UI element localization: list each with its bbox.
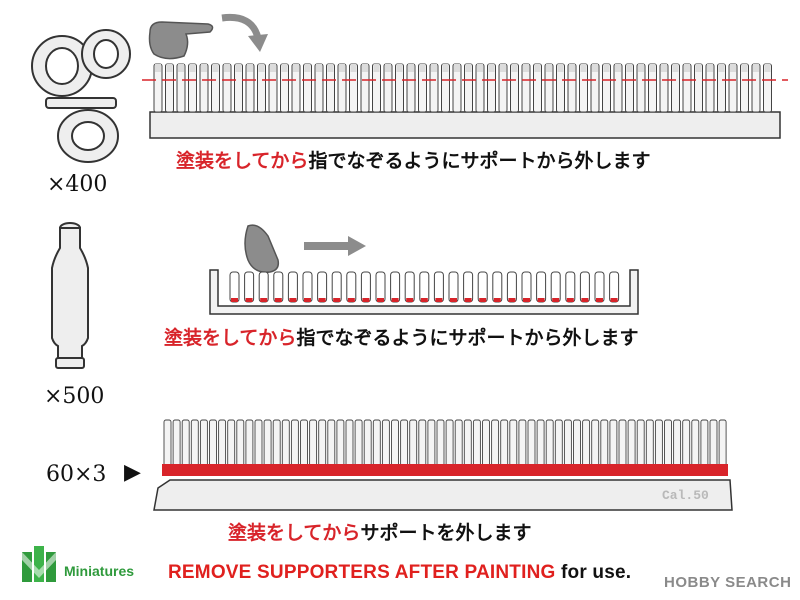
ammo-belt-sprue-illustration: [153, 419, 733, 511]
caption-text-1: 指でなぞるようにサポートから外します: [308, 150, 651, 172]
finger-pressing-icon: [244, 224, 280, 273]
quantity-label-1: ×400: [47, 172, 108, 197]
right-arrow-icon: [304, 236, 366, 256]
ring-part-illustration: [31, 29, 131, 163]
watermark-text: HOBBY SEARCH: [664, 574, 792, 591]
curved-arrow-icon: [221, 13, 268, 52]
caption-text-3: サポートを外します: [360, 522, 532, 544]
caption-emphasis-2: 塗装をしてから: [164, 327, 297, 349]
banner-main-text: REMOVE SUPPORTERS AFTER PAINTING: [168, 562, 556, 583]
banner-tail-text: for use.: [560, 562, 632, 583]
cartridge-sprue-illustration: [142, 63, 788, 139]
bullet-casing-illustration: [51, 222, 89, 369]
quantity-label-2: ×500: [44, 384, 105, 409]
instruction-caption-1: 塗装をしてから指でなぞるようにサポートから外します: [176, 146, 650, 173]
casing-sprue-illustration: [209, 269, 639, 315]
caption-emphasis-1: 塗装をしてから: [176, 150, 309, 172]
finger-pointing-icon: [148, 21, 214, 60]
quantity-label-3: 60×3: [46, 462, 107, 487]
brand-logo-text: Miniatures: [64, 563, 135, 579]
caliber-stamp: Cal.50: [662, 488, 709, 503]
instruction-caption-3: 塗装をしてからサポートを外します: [228, 518, 531, 545]
pointer-arrow-icon: ▶: [124, 460, 141, 485]
brand-logo-icon: [22, 546, 56, 582]
instruction-caption-2: 塗装をしてから指でなぞるようにサポートから外します: [164, 323, 638, 350]
caption-text-2: 指でなぞるようにサポートから外します: [296, 327, 639, 349]
remove-supporters-banner: REMOVE SUPPORTERS AFTER PAINTING for use…: [168, 562, 631, 584]
caption-emphasis-3: 塗装をしてから: [228, 522, 361, 544]
